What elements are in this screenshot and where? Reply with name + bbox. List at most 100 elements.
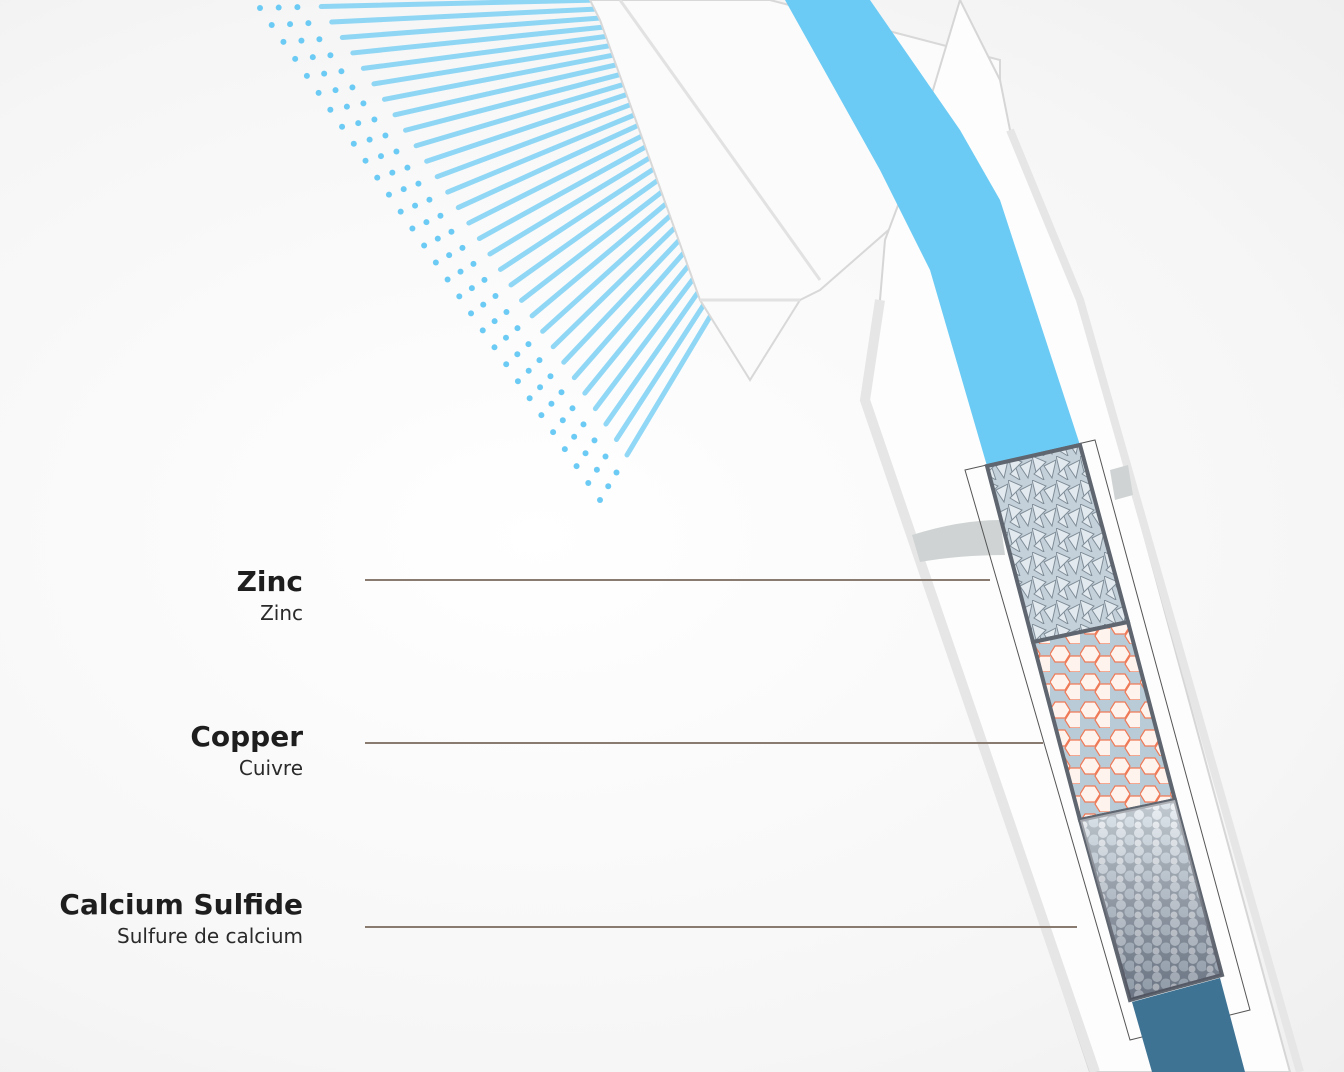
spray-droplet bbox=[360, 100, 367, 107]
spray-droplet bbox=[400, 186, 407, 193]
spray-droplet bbox=[597, 497, 603, 503]
spray-droplet bbox=[448, 228, 455, 235]
spray-droplet bbox=[571, 433, 578, 440]
spray-droplet bbox=[382, 132, 389, 139]
spray-streak bbox=[339, 14, 613, 40]
spray-droplet bbox=[316, 36, 323, 43]
spray-streak bbox=[434, 92, 660, 180]
spray-droplet bbox=[573, 463, 580, 470]
spray-droplet bbox=[613, 469, 620, 476]
spray-droplet bbox=[415, 180, 422, 187]
spray-streak bbox=[403, 66, 644, 133]
spray-droplet bbox=[437, 212, 444, 219]
spray-streak bbox=[371, 40, 629, 87]
spray-droplet bbox=[514, 351, 521, 358]
spray-droplet bbox=[481, 276, 488, 283]
spray-droplet bbox=[332, 87, 339, 94]
spray-streak bbox=[466, 118, 675, 226]
spray-droplet bbox=[349, 84, 356, 91]
spray-droplet bbox=[491, 318, 498, 325]
spray-droplet bbox=[355, 120, 362, 127]
spray-droplet bbox=[480, 301, 487, 308]
spray-droplet bbox=[393, 148, 400, 155]
copper-label: Copper Cuivre bbox=[190, 720, 303, 780]
spray-droplet bbox=[550, 429, 557, 436]
spray-streak bbox=[360, 31, 624, 71]
spray-streak bbox=[350, 23, 619, 56]
spray-droplet bbox=[298, 37, 305, 44]
spray-droplet bbox=[547, 373, 554, 380]
spray-streak bbox=[318, 0, 603, 10]
spray-droplet bbox=[503, 309, 510, 316]
spray-droplet bbox=[514, 325, 521, 332]
spray-droplet bbox=[426, 196, 433, 203]
spray-droplet bbox=[268, 21, 275, 28]
spray-droplet bbox=[397, 208, 404, 215]
spray-droplet bbox=[315, 89, 322, 96]
spray-droplet bbox=[339, 123, 346, 130]
spray-droplet bbox=[327, 52, 334, 59]
spray-droplet bbox=[514, 378, 521, 385]
spray-droplet bbox=[548, 400, 555, 407]
spray-droplet bbox=[526, 395, 533, 402]
spray-droplet bbox=[459, 244, 466, 251]
spray-droplet bbox=[409, 225, 416, 232]
spray-droplet bbox=[502, 334, 509, 341]
spray-droplet bbox=[538, 412, 545, 419]
spray-streak bbox=[329, 6, 608, 25]
spray-droplet bbox=[343, 103, 350, 110]
spray-droplet bbox=[503, 361, 510, 368]
spray-droplet bbox=[287, 21, 294, 28]
spray-droplet bbox=[446, 252, 453, 259]
spray-streak bbox=[392, 57, 639, 118]
spray-droplet bbox=[558, 389, 565, 396]
spray-droplet bbox=[275, 4, 282, 11]
spray-droplet bbox=[292, 55, 299, 62]
water-spray bbox=[257, 0, 753, 503]
spray-droplet bbox=[468, 285, 475, 292]
spray-droplet bbox=[371, 116, 378, 123]
spray-droplet bbox=[456, 293, 463, 300]
spray-droplet bbox=[377, 153, 384, 160]
spray-droplet bbox=[536, 357, 543, 364]
spray-droplet bbox=[591, 437, 598, 444]
spray-droplet bbox=[366, 136, 373, 143]
spray-droplet bbox=[421, 242, 428, 249]
spray-droplet bbox=[561, 446, 568, 453]
spray-droplet bbox=[479, 327, 486, 334]
spray-droplet bbox=[605, 483, 612, 490]
spray-droplet bbox=[457, 268, 464, 275]
spray-droplet bbox=[350, 140, 357, 147]
spray-droplet bbox=[327, 106, 334, 113]
spray-droplet bbox=[569, 405, 576, 412]
spray-droplet bbox=[585, 480, 592, 487]
spray-droplet bbox=[305, 20, 312, 27]
calcium-sulfide-label: Calcium Sulfide Sulfure de calcium bbox=[59, 888, 303, 948]
spray-droplet bbox=[582, 450, 589, 457]
spray-streak bbox=[381, 49, 634, 102]
spray-droplet bbox=[491, 344, 498, 351]
spray-streak bbox=[413, 75, 650, 149]
spray-droplet bbox=[309, 54, 316, 61]
zinc-label: Zinc Zinc bbox=[236, 565, 303, 625]
spray-droplet bbox=[434, 235, 441, 242]
spray-droplet bbox=[580, 421, 587, 428]
spray-droplet bbox=[593, 466, 600, 473]
spray-droplet bbox=[602, 453, 609, 460]
spray-streak bbox=[445, 100, 665, 195]
spray-droplet bbox=[389, 169, 396, 176]
spray-droplet bbox=[257, 5, 263, 11]
spray-droplet bbox=[492, 292, 499, 299]
filtered-water bbox=[1132, 978, 1245, 1072]
spray-droplet bbox=[303, 72, 310, 79]
spray-droplet bbox=[294, 4, 301, 11]
spray-droplet bbox=[412, 202, 419, 209]
water-channel bbox=[785, 0, 1080, 466]
spray-droplet bbox=[423, 219, 430, 226]
spray-droplet bbox=[559, 417, 566, 424]
spray-droplet bbox=[374, 174, 381, 181]
spray-droplet bbox=[470, 260, 477, 267]
spray-droplet bbox=[338, 68, 345, 75]
spray-droplet bbox=[525, 341, 532, 348]
